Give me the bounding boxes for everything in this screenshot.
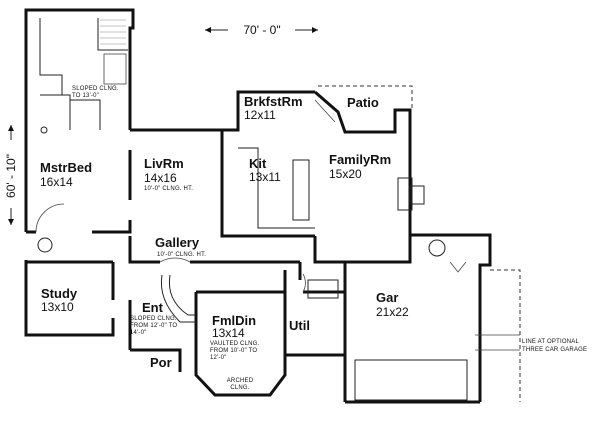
note-arched-1: ARCHED [227,378,254,384]
room-study: Study 13x10 [41,286,78,314]
room-kit: Kit 13x11 [249,156,281,184]
note-optional-garage: LINE AT OPTIONAL THREE CAR GARAGE [522,339,587,353]
room-fmldin-note-2: FROM 10'-0" TO [210,348,257,354]
note-bath-ceiling-2: TO 13'-0" [72,93,99,99]
room-livrm: LivRm 14x16 10'-0" CLNG. HT. [144,156,193,192]
room-familyrm: FamilyRm 15x20 [329,152,391,181]
room-ent-note-1: SLOPED CLNG. [130,316,177,322]
exterior-walls [24,8,492,404]
room-gar: Gar 21x22 [376,290,409,319]
interior-walls [26,18,446,323]
room-gallery-name: Gallery [155,235,200,250]
depth-dimension: 60' - 10" [4,125,18,225]
room-ent-note-3: 14'-0" [130,330,146,336]
room-livrm-size: 14x16 [144,171,177,185]
garage-door [354,269,521,402]
width-dimension: 70' - 0" [205,23,318,37]
depth-dimension-label: 60' - 10" [4,154,18,198]
note-bath-ceiling: SLOPED CLNG. TO 13'-0" [72,86,119,99]
room-patio: Patio [347,95,379,110]
room-livrm-name: LivRm [144,156,184,171]
note-bath-ceiling-1: SLOPED CLNG. [72,86,119,92]
room-kit-size: 13x11 [249,170,281,184]
note-optional-garage-2: THREE CAR GARAGE [522,347,587,353]
room-mstrbed-size: 16x14 [40,175,73,189]
room-por-name: Por [150,355,172,370]
room-ent-note-2: FROM 12'-0" TO [130,323,177,329]
room-livrm-note: 10'-0" CLNG. HT. [144,186,193,192]
room-gallery: Gallery 10'-0" CLNG. HT. [155,235,206,258]
room-gallery-note: 10'-0" CLNG. HT. [157,252,206,258]
room-por: Por [150,355,172,370]
room-gar-name: Gar [376,290,398,305]
hatching [100,19,127,85]
room-patio-name: Patio [347,95,379,110]
room-fmldin-note-3: 12'-0" [210,355,226,361]
room-fmldin-note-1: VAULTED CLNG. [210,341,260,347]
note-optional-garage-1: LINE AT OPTIONAL [522,339,579,345]
room-fmldin-name: FmlDin [212,313,256,328]
room-mstrbed-name: MstrBed [40,160,92,175]
room-fmldin: FmlDin 13x14 VAULTED CLNG. FROM 10'-0" T… [210,313,260,361]
room-ent-name: Ent [142,300,164,315]
doors [35,99,467,293]
room-util: Util [289,318,310,333]
room-gar-size: 21x22 [376,305,409,319]
note-arched: ARCHED CLNG. [227,378,254,391]
room-ent: Ent SLOPED CLNG. FROM 12'-0" TO 14'-0" [130,300,177,336]
room-brkfstrm-size: 12x11 [244,108,276,122]
room-study-name: Study [41,286,78,301]
room-familyrm-size: 15x20 [329,167,362,181]
room-brkfstrm-name: BrkfstRm [244,94,303,109]
note-arched-2: CLNG. [230,385,249,391]
room-mstrbed: MstrBed 16x14 [40,160,92,189]
room-familyrm-name: FamilyRm [329,152,391,167]
room-study-size: 13x10 [41,300,74,314]
room-util-name: Util [289,318,310,333]
room-brkfstrm: BrkfstRm 12x11 [244,94,303,122]
width-dimension-label: 70' - 0" [243,23,280,37]
room-kit-name: Kit [249,156,267,171]
room-fmldin-size: 13x14 [212,326,245,340]
